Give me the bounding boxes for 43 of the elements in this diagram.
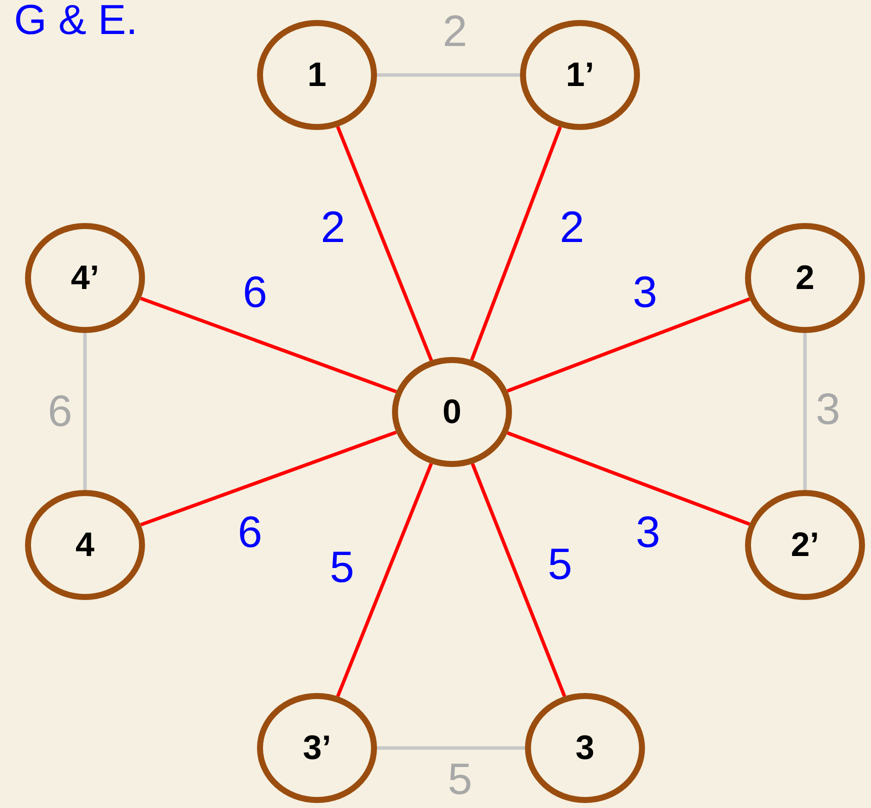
node-label: 4 (76, 524, 94, 566)
node-label: 1’ (566, 54, 594, 96)
node-circle (745, 490, 865, 600)
node-circle (525, 693, 645, 803)
edge-label: 3 (816, 386, 840, 434)
edge-label: 3 (632, 269, 658, 317)
edge-label: 2 (320, 204, 346, 252)
node-label: 4’ (70, 258, 100, 298)
node-circle (257, 20, 377, 130)
node-circle (25, 490, 145, 600)
connector-line (377, 746, 525, 750)
edge-label: 6 (48, 388, 72, 436)
node-circle (520, 20, 640, 130)
node-label: 2 (796, 258, 814, 298)
edge-label: 5 (330, 544, 354, 592)
connector-line (803, 333, 807, 490)
edge-label: 2 (560, 204, 584, 252)
node-label: 0 (442, 392, 462, 432)
edge-label: 3 (636, 509, 660, 557)
connector-line (140, 430, 397, 526)
edge-label: 5 (448, 756, 472, 804)
node-label: 1 (308, 54, 326, 96)
node-label: 2’ (790, 524, 820, 566)
node-circle (745, 223, 865, 333)
connector-line (470, 126, 562, 361)
edge-label: 6 (238, 509, 262, 557)
node-circle (392, 357, 512, 467)
title: G & E. (14, 0, 138, 44)
connector-line (470, 463, 566, 697)
edge-label: 6 (242, 269, 268, 317)
edge-label: 2 (442, 8, 468, 56)
node-circle (257, 693, 377, 803)
connector-line (506, 297, 750, 393)
connector-line (506, 431, 750, 526)
connector-line (377, 73, 520, 77)
node-label: 3 (576, 728, 594, 768)
connector-line (140, 296, 397, 394)
node-circle (25, 223, 145, 333)
edge-label: 5 (548, 541, 572, 589)
connector-line (83, 333, 87, 490)
node-label: 3’ (302, 728, 332, 768)
connector-line (336, 462, 433, 698)
connector-line (336, 126, 433, 362)
